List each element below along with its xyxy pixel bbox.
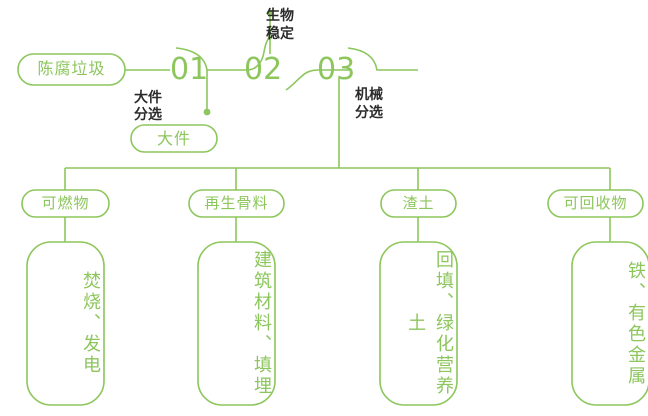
step1-arc xyxy=(175,47,247,71)
step-number-03[interactable]: 03 xyxy=(317,52,356,87)
destination-text-4: 铁、有色金属 xyxy=(625,260,646,387)
category-label-2[interactable]: 再生骨料 xyxy=(204,194,269,212)
step3-arc xyxy=(347,47,418,71)
large-items-pill-outline xyxy=(130,124,218,153)
destination-box-outline-3 xyxy=(379,241,458,406)
source-label[interactable]: 陈腐垃圾 xyxy=(37,59,106,78)
step-number-01[interactable]: 01 xyxy=(170,52,209,87)
dot-marker-icon-step1 xyxy=(203,108,211,116)
destination-box-outline-2 xyxy=(197,241,276,406)
step1-note-line1: 大件 xyxy=(134,90,162,106)
step1-note-line2: 分选 xyxy=(134,107,162,123)
destination-box-outline-1 xyxy=(26,241,105,406)
category-label-1[interactable]: 可燃物 xyxy=(41,194,90,212)
destination-box-outline-4 xyxy=(571,241,648,406)
large-items-label[interactable]: 大件 xyxy=(156,129,191,148)
step2-note-line1: 生物 xyxy=(266,8,294,24)
dot-marker-icon-step2 xyxy=(266,9,274,17)
destination-text-2: 建筑材料、填埋 xyxy=(251,250,272,397)
destination-text-1: 焚烧、发电 xyxy=(80,271,101,376)
category-label-4[interactable]: 可回收物 xyxy=(563,194,628,212)
destination-text-3: 回填、绿化营养土 xyxy=(405,250,454,397)
step3-note-line1: 机械 xyxy=(355,87,383,103)
step3-note-line2: 分选 xyxy=(355,105,383,121)
step2-arc-right xyxy=(285,69,352,91)
category-label-3[interactable]: 渣土 xyxy=(402,194,435,212)
category-pill-outline-4 xyxy=(547,189,644,218)
step2-arc-left xyxy=(246,35,271,71)
step-number-02[interactable]: 02 xyxy=(244,52,283,87)
step2-note-line2: 稳定 xyxy=(266,26,294,42)
